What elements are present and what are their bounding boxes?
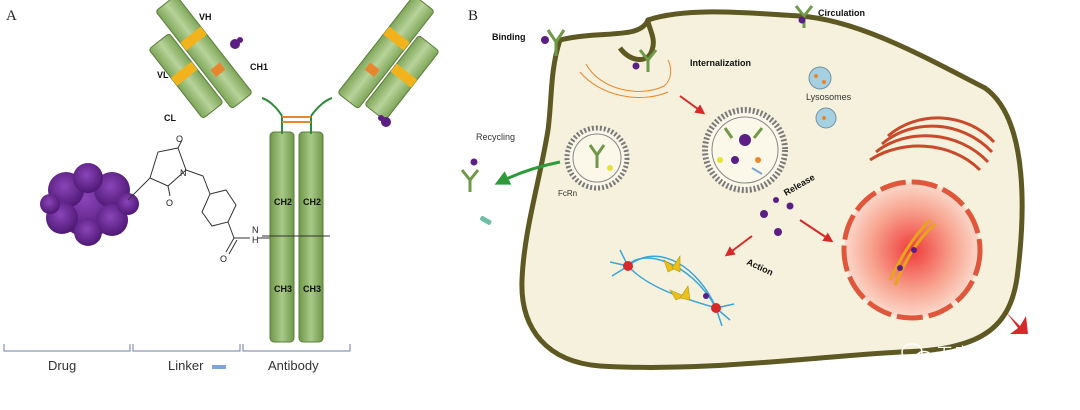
binding-label: Binding: [492, 32, 526, 42]
internalized-antibody-icon: [638, 49, 658, 72]
wechat-icon: [901, 343, 933, 366]
segment-brackets: [3, 344, 351, 352]
fragment-icon: [480, 216, 492, 225]
endosome-icon: [702, 107, 788, 193]
linker-oxygen-bottom: O: [166, 198, 173, 208]
segment-antibody-label: Antibody: [268, 358, 319, 373]
watermark-top: 无癌家园: [936, 345, 1004, 365]
lysosomes-label: Lysosomes: [806, 92, 852, 102]
recycled-antibody-icon: [460, 169, 480, 192]
linker-structure: [127, 139, 274, 255]
released-drugs: [760, 197, 794, 236]
panel-b-label: B: [468, 8, 478, 24]
watermark-bottom: 头条 @无癌家园i: [856, 375, 1000, 397]
watermark-top-suffix: OSIS: [1030, 348, 1063, 364]
ch3-left-label: CH3: [274, 284, 292, 294]
binding-antibody-icon: [546, 29, 566, 56]
drug-blob-icon: [40, 163, 139, 246]
arrow-action: [724, 235, 753, 257]
segment-drug-label: Drug: [48, 358, 76, 373]
linker-oxygen-top: O: [176, 134, 183, 144]
linker-legend-swatch: [212, 365, 226, 369]
ch2-right-label: CH2: [303, 197, 321, 207]
vl-label: VL: [157, 70, 169, 80]
ch2-left-label: CH2: [274, 197, 292, 207]
recycling-endosome-icon: [564, 125, 630, 191]
arrow-recycling: [494, 160, 561, 185]
lysosome-icon: [808, 66, 837, 129]
circulation-label: Circulation: [818, 8, 865, 18]
arrow-to-nucleus: [799, 219, 834, 243]
recycling-label: Recycling: [476, 132, 515, 142]
linker-amide-nitrogen: N: [252, 225, 259, 235]
nucleus-icon: [841, 116, 996, 321]
vh-label: VH: [199, 12, 212, 22]
ch3-right-label: CH3: [303, 284, 321, 294]
invagination: [617, 21, 656, 62]
ch1-label: CH1: [250, 62, 268, 72]
spindle-icon: [609, 249, 735, 327]
linker-nitrogen-ring: N: [180, 168, 187, 178]
cl-label: CL: [164, 113, 176, 123]
internalization-fibers: [585, 59, 672, 92]
panel-a-label: A: [6, 8, 17, 24]
linker-amide-oxygen: O: [220, 254, 227, 264]
arrow-exit: [1006, 312, 1028, 334]
segment-linker-label: Linker: [168, 358, 204, 373]
internalization-label: Internalization: [690, 58, 751, 68]
linker-amide-hydrogen: H: [252, 235, 259, 245]
antibody-icon: [149, 0, 439, 343]
fcrn-label: FcRn: [558, 189, 577, 198]
arrow-internalization: [679, 95, 706, 115]
